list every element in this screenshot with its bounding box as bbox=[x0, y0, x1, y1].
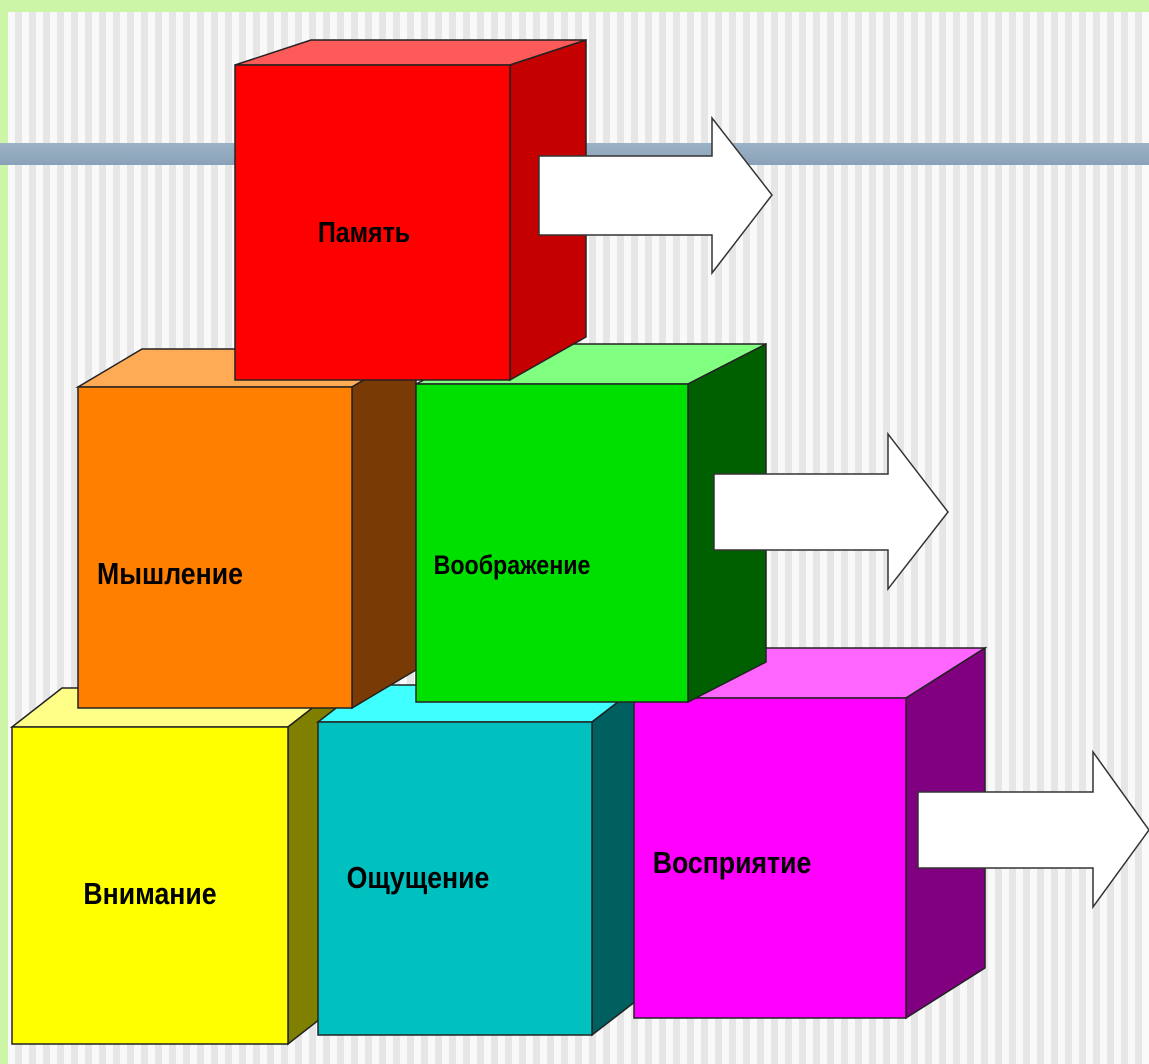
cube-pamyat: Память bbox=[234, 38, 587, 382]
cube-voobrazhenie: Воображение bbox=[415, 342, 767, 704]
top-band bbox=[0, 0, 1149, 12]
label-vnimanie: Внимание bbox=[83, 877, 216, 911]
label-pamyat: Память bbox=[318, 216, 410, 248]
cube-myshlenie: Мышление bbox=[75, 347, 419, 710]
cube-pamyat-front bbox=[234, 64, 511, 381]
arrow-right-bottom bbox=[917, 749, 1149, 910]
cube-vnimanie-front bbox=[11, 726, 289, 1045]
cube-myshlenie-side bbox=[351, 347, 417, 710]
cube-oshchushchenie-side bbox=[591, 683, 641, 1037]
label-myshlenie: Мышление bbox=[97, 557, 243, 591]
cube-myshlenie-front bbox=[77, 386, 353, 709]
label-oshchushchenie: Ощущение bbox=[347, 861, 490, 895]
cube-oshchushchenie-front bbox=[317, 721, 593, 1036]
label-vospriyatie: Восприятие bbox=[653, 846, 812, 880]
arrow-right-top bbox=[538, 115, 773, 276]
cube-vnimanie: Внимание bbox=[9, 686, 341, 1046]
arrow-right-middle bbox=[713, 431, 949, 592]
cube-vospriyatie-front bbox=[633, 697, 907, 1019]
cube-oshchushchenie: Ощущение bbox=[315, 683, 643, 1037]
label-voobrazhenie: Воображение bbox=[434, 550, 591, 580]
cube-voobrazhenie-front bbox=[415, 383, 689, 703]
